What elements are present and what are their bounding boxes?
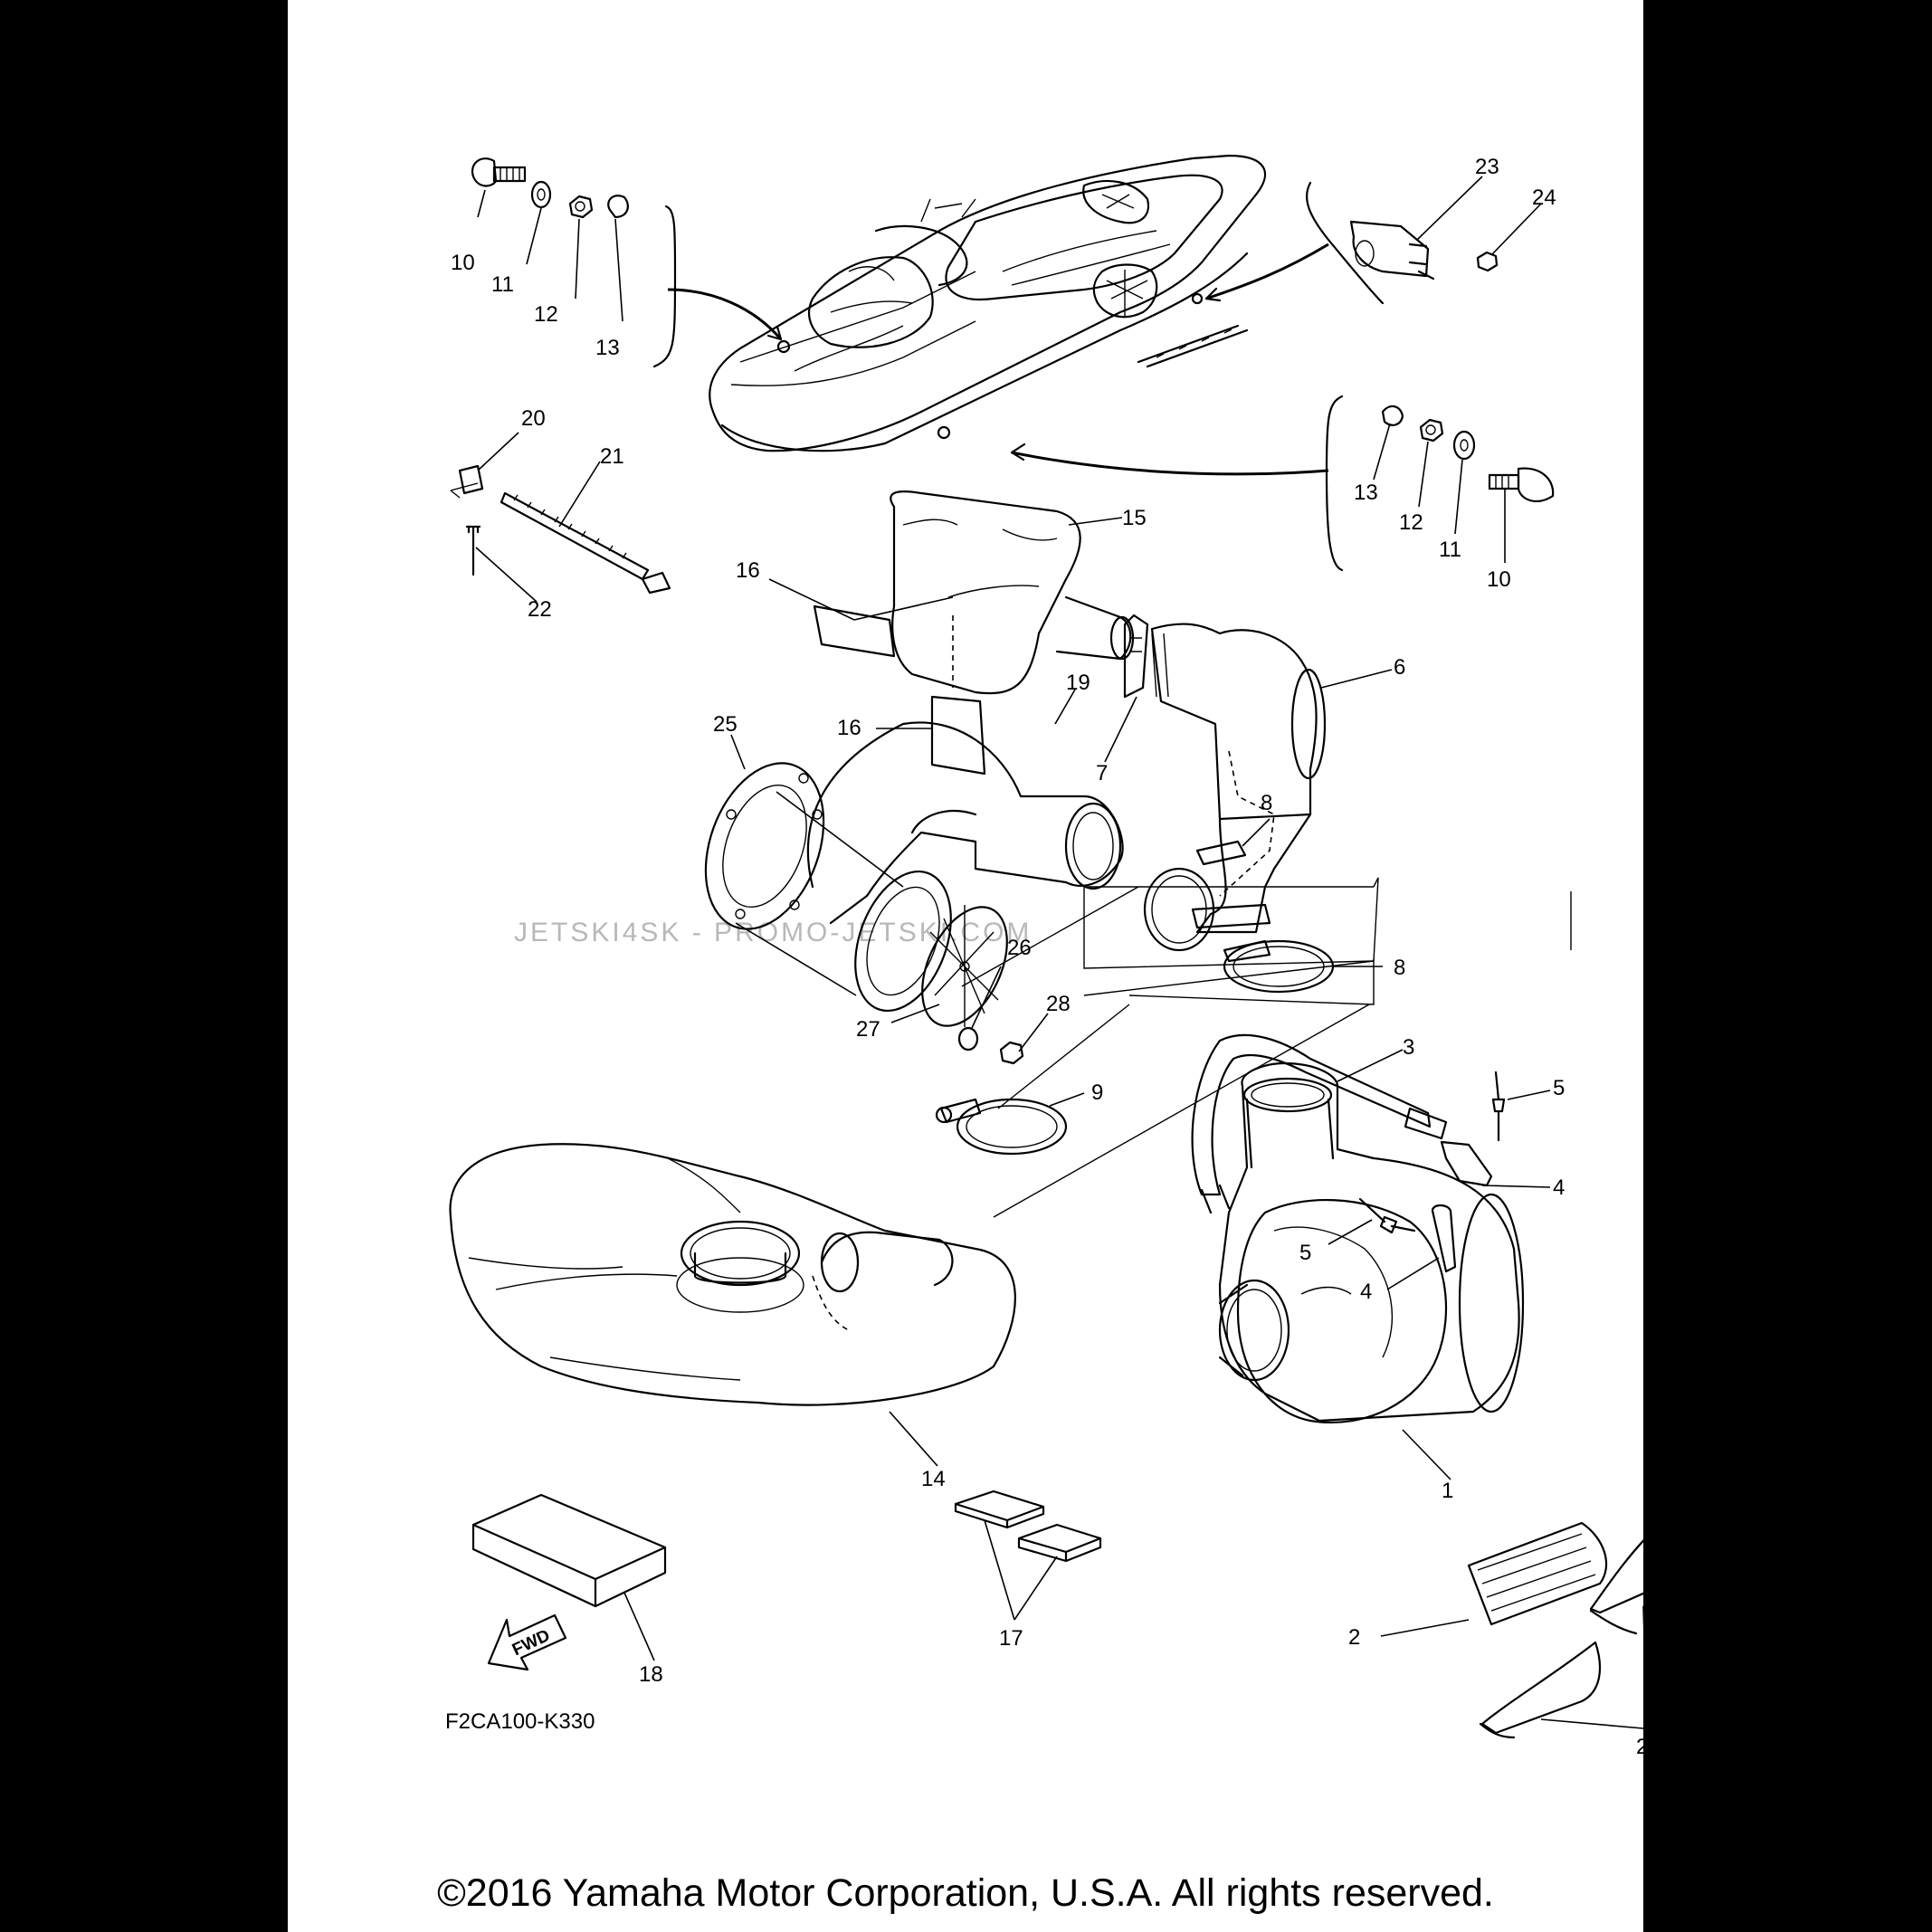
bracket-4-left bbox=[1431, 1204, 1457, 1273]
pads-17 bbox=[954, 1489, 1102, 1563]
callout-23: 23 bbox=[1475, 155, 1499, 179]
arrow-right-to-hull bbox=[1011, 451, 1329, 476]
callout-4-left: 4 bbox=[1360, 1280, 1372, 1304]
callout-27: 27 bbox=[856, 1017, 880, 1042]
callout-7: 7 bbox=[1096, 761, 1108, 785]
callout-18: 18 bbox=[639, 1662, 663, 1687]
callout-13: 13 bbox=[595, 336, 620, 360]
diagram-code: F2CA100-K330 bbox=[445, 1709, 595, 1734]
diagram-sheet: JETSKI4SK - PROMO-JETSKI.COM bbox=[288, 0, 1643, 1932]
callout-28: 28 bbox=[1046, 992, 1071, 1016]
bracket-4-right bbox=[1440, 1140, 1493, 1187]
callout-15: 15 bbox=[1122, 506, 1147, 530]
callout-21: 21 bbox=[600, 444, 624, 469]
fwd-arrow-icon: FWD bbox=[487, 1613, 567, 1671]
callout-8-upper: 8 bbox=[1261, 791, 1272, 815]
callout-5-left: 5 bbox=[1299, 1241, 1311, 1265]
callout-24: 24 bbox=[1532, 186, 1556, 210]
brace-right bbox=[1325, 395, 1344, 572]
callout-8-lower: 8 bbox=[1394, 956, 1405, 980]
callout-9: 9 bbox=[1091, 1080, 1103, 1105]
callout-10: 10 bbox=[451, 251, 475, 275]
callout-3: 3 bbox=[1403, 1035, 1414, 1060]
clamp-8-upper bbox=[1143, 840, 1247, 952]
callout-13-right: 13 bbox=[1354, 481, 1378, 505]
nut-28 bbox=[999, 1041, 1024, 1065]
fastener-set-right bbox=[1381, 404, 1555, 503]
rivet-5-left bbox=[1358, 1197, 1416, 1234]
block-18 bbox=[471, 1493, 667, 1608]
flange-plate-25 bbox=[704, 762, 825, 930]
callout-19: 19 bbox=[1066, 671, 1090, 695]
clamp-7 bbox=[1123, 614, 1149, 699]
brace-left bbox=[652, 205, 677, 368]
screen-27 bbox=[921, 905, 1008, 1027]
washer-26 bbox=[957, 1026, 979, 1052]
callout-20: 20 bbox=[521, 406, 546, 431]
callout-26: 26 bbox=[1007, 936, 1032, 960]
gasket-ring bbox=[854, 870, 952, 1013]
watercraft-illustration bbox=[709, 154, 1266, 452]
chamber-14 bbox=[449, 1143, 1016, 1406]
callout-12-right: 12 bbox=[1399, 510, 1423, 535]
exploded-parts-diagram: JETSKI4SK - PROMO-JETSKI.COM bbox=[445, 154, 1643, 1759]
callout-16-top: 16 bbox=[736, 558, 760, 583]
strap-3 bbox=[1191, 1033, 1448, 1214]
clamp-9 bbox=[935, 1098, 1068, 1156]
callout-11-right: 11 bbox=[1439, 538, 1461, 562]
pad-16-top bbox=[813, 604, 896, 658]
callout-10-right: 10 bbox=[1487, 567, 1511, 592]
callout-22: 22 bbox=[528, 597, 552, 622]
callout-2-upper: 2 bbox=[1348, 1625, 1360, 1650]
bracket-23 bbox=[1349, 220, 1499, 281]
callout-1: 1 bbox=[1442, 1479, 1453, 1503]
rivet-5-right bbox=[1491, 1071, 1506, 1142]
pipe-19 bbox=[806, 721, 1124, 925]
brace-top-right bbox=[1306, 181, 1385, 305]
callout-25: 25 bbox=[713, 712, 738, 737]
callout-6: 6 bbox=[1394, 655, 1405, 680]
pipe-6 bbox=[1150, 623, 1327, 934]
callout-17: 17 bbox=[999, 1626, 1023, 1651]
callout-11: 11 bbox=[491, 272, 514, 297]
copyright-notice: ©2016 Yamaha Motor Corporation, U.S.A. A… bbox=[437, 1871, 1494, 1915]
callout-5-right: 5 bbox=[1553, 1076, 1565, 1100]
pad-16-bottom bbox=[930, 695, 986, 776]
callout-12: 12 bbox=[534, 302, 558, 327]
callout-4-right: 4 bbox=[1553, 1175, 1565, 1200]
arrow-left-to-hull bbox=[667, 288, 783, 340]
callout-14: 14 bbox=[921, 1467, 946, 1491]
arrow-bracket-to-hull bbox=[1205, 243, 1329, 300]
clip-tie-rivet bbox=[450, 464, 671, 595]
pads-2 bbox=[1467, 1521, 1643, 1739]
fwd-label: FWD bbox=[509, 1626, 553, 1660]
fastener-set-left bbox=[471, 157, 629, 219]
clamp-8-lower bbox=[1223, 939, 1335, 994]
airbox-1 bbox=[1218, 1061, 1525, 1423]
callout-16-bottom: 16 bbox=[837, 716, 861, 740]
callout-2-lower: 2 bbox=[1636, 1735, 1643, 1759]
